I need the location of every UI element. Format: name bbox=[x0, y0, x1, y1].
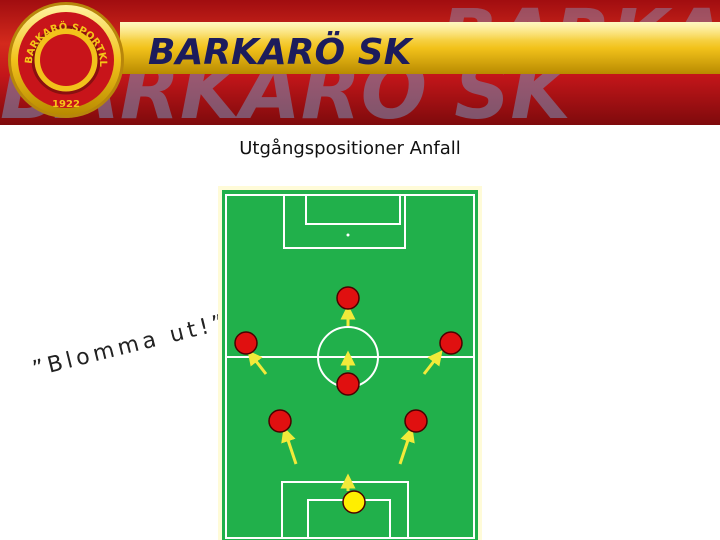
player-right-wing bbox=[439, 331, 463, 355]
banner-graphic: BARKARÖ SK BARKARÖ SK BARKARÖ SPORTKLUBB… bbox=[0, 0, 720, 125]
slide-title: Utgångspositioner Anfall bbox=[239, 138, 461, 159]
slogan-text: ”Blomma ut!” bbox=[30, 309, 231, 383]
movement-arrows bbox=[247, 304, 443, 491]
penalty-spot bbox=[346, 233, 350, 237]
pitch-lines bbox=[225, 194, 475, 539]
arrow-left-back bbox=[281, 426, 298, 465]
top-goal-area bbox=[305, 194, 401, 225]
player-right-back bbox=[404, 409, 428, 433]
player-center-mid bbox=[336, 372, 360, 396]
arrow-right-back bbox=[398, 426, 415, 465]
player-goalkeeper bbox=[342, 490, 366, 514]
club-name: BARKARÖ SK bbox=[148, 31, 415, 73]
arrow-right-wing bbox=[422, 350, 443, 375]
arrow-left-wing bbox=[247, 350, 268, 375]
crest-year: 1922 bbox=[52, 99, 80, 110]
formation-pitch bbox=[218, 186, 482, 540]
player-left-back bbox=[268, 409, 292, 433]
club-banner: BARKARÖ SK BARKARÖ SK BARKARÖ SPORTKLUBB… bbox=[0, 0, 720, 125]
club-crest-icon: BARKARÖ SPORTKLUBB 1922 bbox=[0, 0, 124, 118]
player-left-wing bbox=[234, 331, 258, 355]
player-forward bbox=[336, 286, 360, 310]
